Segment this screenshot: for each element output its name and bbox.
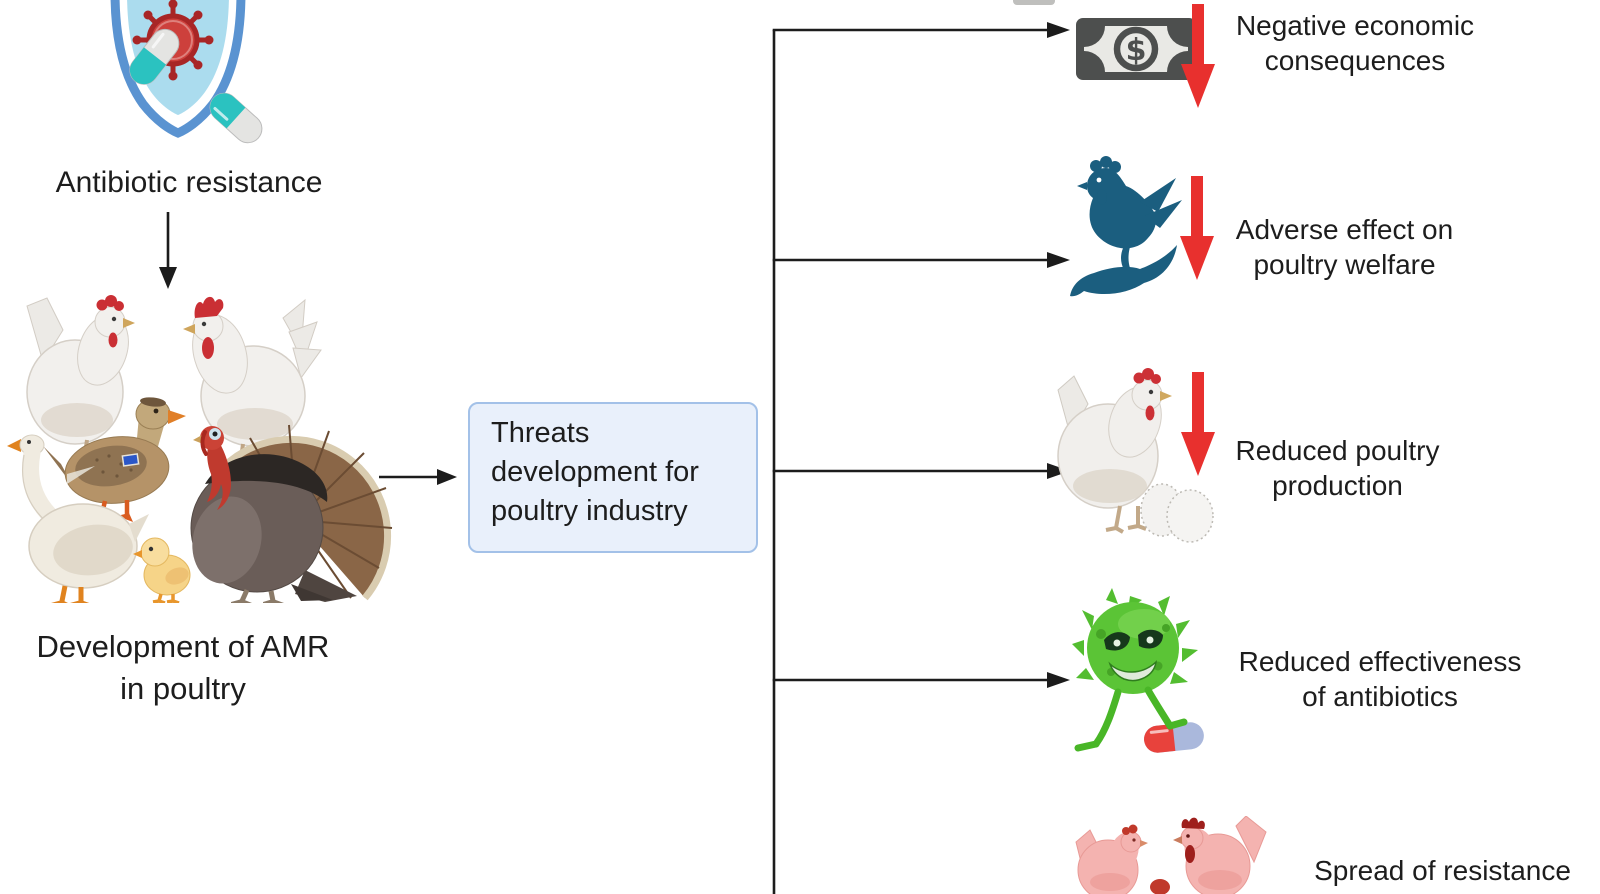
pink-rooster-icon [1173,816,1267,894]
poultry-flock-illustration [7,295,393,603]
red-blob [1150,879,1170,894]
amr-development-label: Development of AMR in poultry [36,629,330,706]
arrowhead-effectiveness-icon [1047,672,1070,688]
economic-label: Negative economic consequences [1235,10,1475,76]
chick-icon [133,537,191,603]
arrowhead-production-icon [1047,463,1070,479]
microbe-eyes [1104,629,1163,651]
pill-icon [1144,722,1204,753]
svg-text:$: $ [1126,33,1147,68]
turkey-icon [190,424,393,603]
money-bill-icon: $ [1076,18,1196,80]
capsule-icon [129,28,180,85]
production-label: Reduced poultry production [1235,435,1440,501]
goose-icon [7,434,149,603]
chicken-on-hand-icon [1070,156,1182,297]
spread-label: Spread of resistance [1314,855,1571,886]
welfare-label: Adverse effect on poultry welfare [1235,214,1454,280]
red-down-arrow-icon [1181,4,1215,108]
arrowhead-economic-icon [1047,22,1070,38]
resistant-microbe-on-pill-icon [1072,588,1204,753]
cropped-edge-artifact [1013,0,1055,5]
red-down-arrow-icon [1180,176,1214,280]
arrowhead-down-icon [159,267,177,289]
arrowhead-box-icon [437,469,457,485]
rooster-icon [183,296,322,480]
effectiveness-label: Reduced effectiveness of antibiotics [1238,646,1522,712]
arrowhead-welfare-icon [1047,252,1070,268]
capsule-icon [209,92,263,144]
pink-hen-icon [1075,824,1148,894]
threats-box: Threats development for poultry industry [468,402,758,553]
antibiotic-resistance-label: Antibiotic resistance [55,166,323,199]
hen-with-eggs-icon [1057,368,1214,543]
red-down-arrow-icon [1181,372,1215,476]
pink-chickens-icon [1075,816,1267,894]
antibiotic-shield-icon [110,0,263,144]
threats-box-label: Threats development for poultry industry [491,417,699,527]
